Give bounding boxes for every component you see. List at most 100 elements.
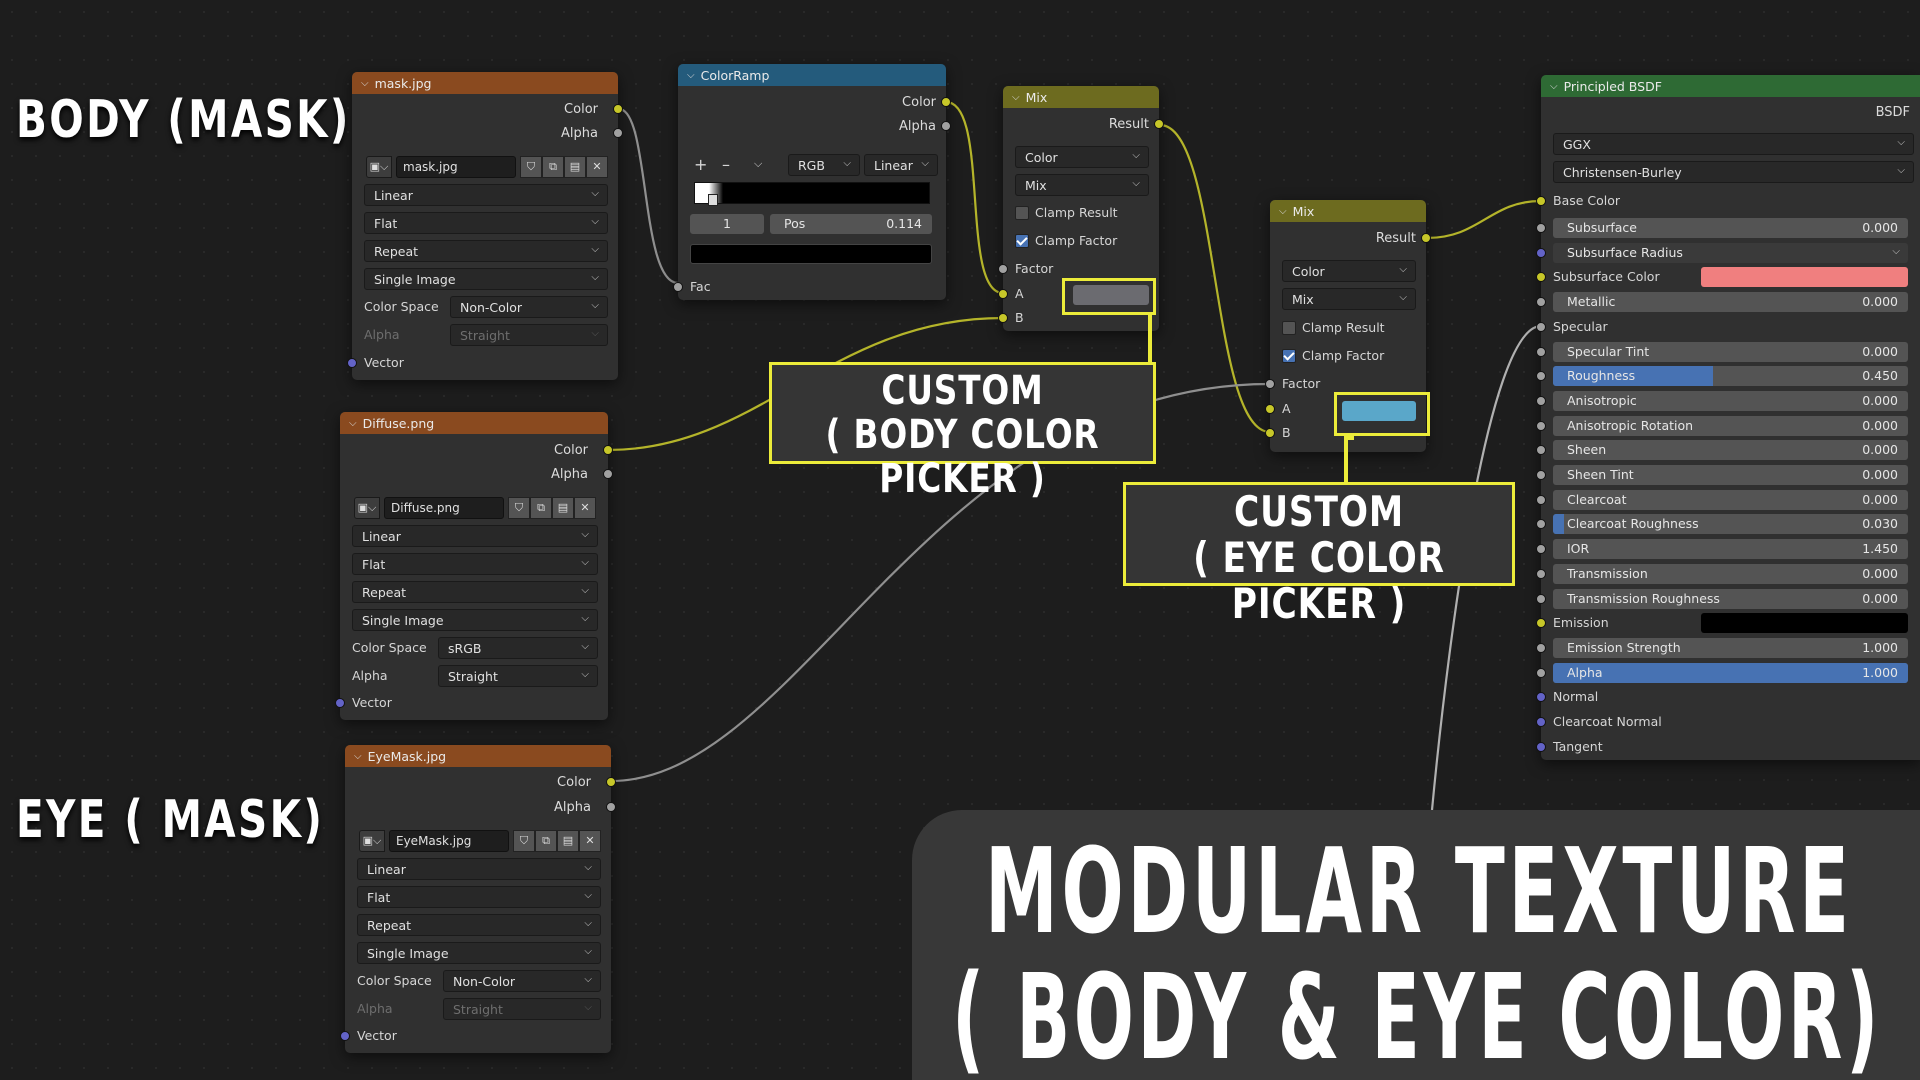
input-a-socket[interactable] xyxy=(1265,404,1275,414)
diffuse-node-header[interactable]: ⌵ Diffuse.png xyxy=(340,412,608,434)
emission-color-swatch[interactable] xyxy=(1701,613,1908,633)
input-socket[interactable] xyxy=(1536,223,1546,233)
input-socket[interactable] xyxy=(1536,445,1546,455)
data-type-dropdown[interactable]: Color⌵ xyxy=(1015,146,1149,168)
input-socket[interactable] xyxy=(1536,692,1546,702)
extension-dropdown[interactable]: Repeat⌵ xyxy=(364,240,608,262)
color-space-dropdown[interactable]: Non-Color⌵ xyxy=(450,296,608,318)
input-b-socket[interactable] xyxy=(1265,428,1275,438)
subsurface-color-swatch[interactable] xyxy=(1701,267,1908,287)
colorramp-node[interactable]: ⌵ ColorRamp Color Alpha + – ⌵ RGB⌵ Linea… xyxy=(673,64,951,300)
projection-dropdown[interactable]: Flat⌵ xyxy=(352,553,598,575)
projection-dropdown[interactable]: Flat⌵ xyxy=(364,212,608,234)
input-socket[interactable] xyxy=(1536,248,1546,258)
distribution-dropdown[interactable]: GGX⌵ xyxy=(1553,133,1914,155)
output-result-socket[interactable] xyxy=(1154,119,1164,129)
image-selector[interactable]: ▣⌵ Diffuse.png ⛉ ⧉ ▤ ✕ xyxy=(354,497,596,519)
mix-node-body[interactable]: ⌵ Mix Result Color⌵ Mix⌵ Clamp Result Cl… xyxy=(998,86,1164,331)
active-stop-index[interactable]: 1 xyxy=(690,214,764,234)
color-mode-dropdown[interactable]: RGB⌵ xyxy=(788,154,860,176)
input-socket[interactable] xyxy=(1536,421,1546,431)
input-socket[interactable] xyxy=(1536,272,1546,282)
input-socket[interactable] xyxy=(1536,396,1546,406)
close-icon[interactable]: ✕ xyxy=(586,156,608,178)
close-icon[interactable]: ✕ xyxy=(574,497,596,519)
input-factor-socket[interactable] xyxy=(1265,379,1275,389)
input-socket[interactable] xyxy=(1536,347,1546,357)
output-alpha-socket[interactable] xyxy=(606,802,616,812)
input-a-color-swatch[interactable] xyxy=(1073,285,1149,305)
open-folder-icon[interactable]: ▤ xyxy=(552,497,574,519)
input-socket[interactable] xyxy=(1536,297,1546,307)
collapse-chevron-icon[interactable]: ⌵ xyxy=(687,69,695,81)
output-color-socket[interactable] xyxy=(613,104,623,114)
principled-bsdf-node[interactable]: ⌵ Principled BSDF BSDF GGX⌵ Christensen-… xyxy=(1536,75,1920,760)
open-folder-icon[interactable]: ▤ xyxy=(557,830,579,852)
projection-dropdown[interactable]: Flat⌵ xyxy=(357,886,601,908)
duplicate-icon[interactable]: ⧉ xyxy=(542,156,564,178)
image-name-field[interactable]: mask.jpg xyxy=(396,156,516,178)
remove-stop-button[interactable]: – xyxy=(722,155,730,174)
input-a-socket[interactable] xyxy=(998,289,1008,299)
output-color-socket[interactable] xyxy=(941,97,951,107)
eyemask-node-header[interactable]: ⌵ EyeMask.jpg xyxy=(345,745,611,767)
image-selector[interactable]: ▣⌵ mask.jpg ⛉ ⧉ ▤ ✕ xyxy=(366,156,608,178)
input-socket[interactable] xyxy=(1536,519,1546,529)
image-browse-icon[interactable]: ▣⌵ xyxy=(366,156,392,178)
input-factor-socket[interactable] xyxy=(998,264,1008,274)
input-field[interactable]: Subsurface Radius⌵ xyxy=(1553,243,1908,263)
source-dropdown[interactable]: Single Image⌵ xyxy=(352,609,598,631)
open-folder-icon[interactable]: ▤ xyxy=(564,156,586,178)
input-a-color-swatch[interactable] xyxy=(1342,401,1416,421)
extension-dropdown[interactable]: Repeat⌵ xyxy=(357,914,601,936)
input-socket[interactable] xyxy=(1536,569,1546,579)
duplicate-icon[interactable]: ⧉ xyxy=(530,497,552,519)
color-ramp-gradient[interactable] xyxy=(694,182,930,204)
duplicate-icon[interactable]: ⧉ xyxy=(535,830,557,852)
ramp-menu-chevron-icon[interactable]: ⌵ xyxy=(754,157,763,170)
mask-image-node[interactable]: ⌵ mask.jpg Color Alpha ▣⌵ mask.jpg ⛉ ⧉ ▤… xyxy=(347,72,623,380)
collapse-chevron-icon[interactable]: ⌵ xyxy=(1279,205,1287,217)
mix-node-header[interactable]: ⌵ Mix xyxy=(1003,86,1159,108)
color-space-dropdown[interactable]: Non-Color⌵ xyxy=(443,970,601,992)
blend-mode-dropdown[interactable]: Mix⌵ xyxy=(1015,174,1149,196)
add-stop-button[interactable]: + xyxy=(694,155,708,174)
input-socket[interactable] xyxy=(1536,668,1546,678)
output-color-socket[interactable] xyxy=(603,445,613,455)
input-vector-socket[interactable] xyxy=(347,358,357,368)
source-dropdown[interactable]: Single Image⌵ xyxy=(357,942,601,964)
source-dropdown[interactable]: Single Image⌵ xyxy=(364,268,608,290)
clamp-factor-checkbox[interactable] xyxy=(1015,234,1029,248)
collapse-chevron-icon[interactable]: ⌵ xyxy=(349,417,357,429)
image-browse-icon[interactable]: ▣⌵ xyxy=(359,830,385,852)
output-alpha-socket[interactable] xyxy=(613,128,623,138)
input-vector-socket[interactable] xyxy=(335,698,345,708)
output-color-socket[interactable] xyxy=(606,777,616,787)
collapse-chevron-icon[interactable]: ⌵ xyxy=(1012,91,1020,103)
input-socket[interactable] xyxy=(1536,470,1546,480)
input-base-color-socket[interactable] xyxy=(1536,196,1546,206)
clamp-result-checkbox[interactable] xyxy=(1015,206,1029,220)
color-space-dropdown[interactable]: sRGB⌵ xyxy=(438,637,598,659)
collapse-chevron-icon[interactable]: ⌵ xyxy=(354,750,362,762)
input-fac-socket[interactable] xyxy=(673,282,683,292)
alpha-dropdown[interactable]: Straight⌵ xyxy=(438,665,598,687)
data-type-dropdown[interactable]: Color⌵ xyxy=(1282,260,1416,282)
input-b-socket[interactable] xyxy=(998,313,1008,323)
collapse-chevron-icon[interactable]: ⌵ xyxy=(1550,80,1558,92)
interpolation-dropdown[interactable]: Linear⌵ xyxy=(357,858,601,880)
clamp-result-checkbox[interactable] xyxy=(1282,321,1296,335)
output-alpha-socket[interactable] xyxy=(603,469,613,479)
clamp-factor-checkbox[interactable] xyxy=(1282,349,1296,363)
